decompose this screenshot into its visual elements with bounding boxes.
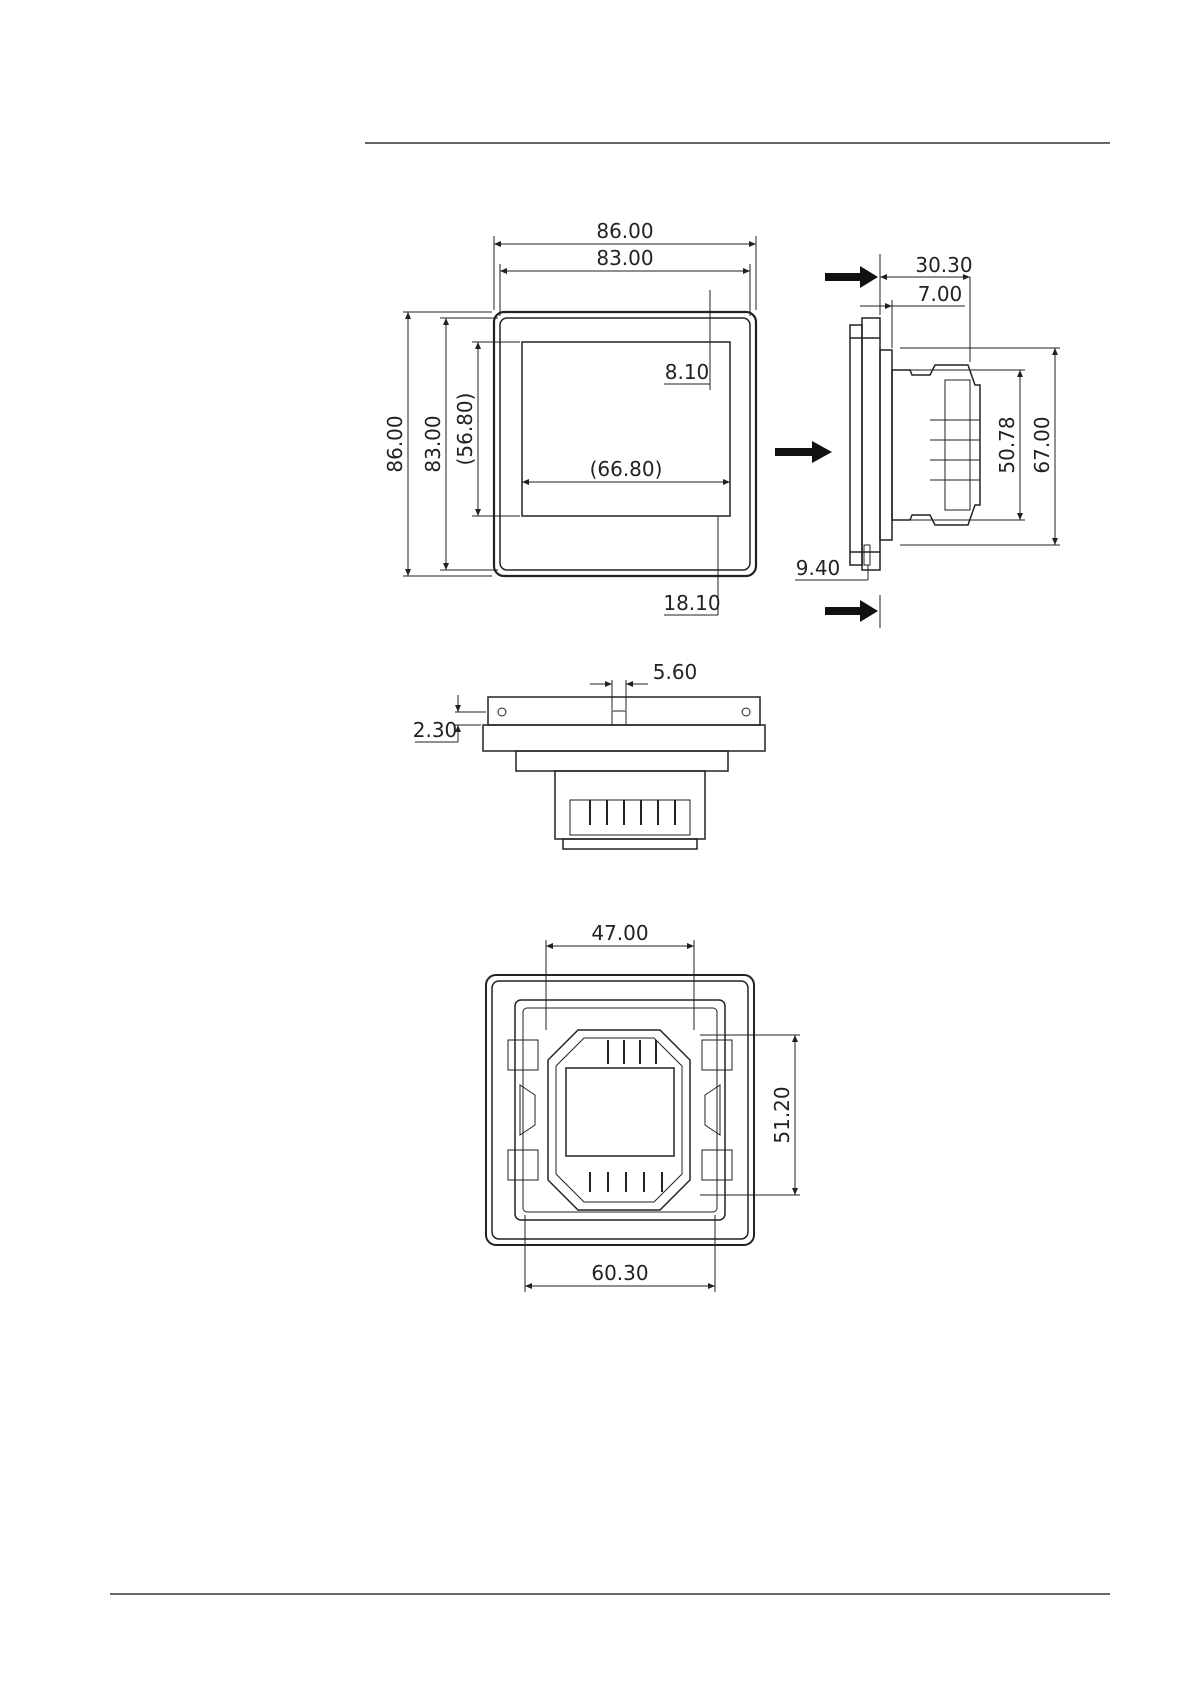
dim-screen-height: (56.80): [453, 393, 477, 466]
dim-body-height-outer: 67.00: [1030, 416, 1054, 473]
dim-width-inner: 83.00: [596, 246, 653, 270]
dim-pin-width: 5.60: [653, 660, 698, 684]
dim-hole-spacing-horizontal: 47.00: [591, 921, 648, 945]
front-inner-frame: [500, 318, 750, 570]
dim-plate-depth: 7.00: [918, 282, 963, 306]
back-view: [486, 940, 800, 1292]
dim-height-outer: 86.00: [383, 415, 407, 472]
side-view-labels: 30.30 7.00 9.40 50.78 67.00: [796, 253, 1054, 580]
dim-screen-width: (66.80): [590, 457, 663, 481]
front-outer-frame: [494, 312, 756, 576]
dim-width-outer: 86.00: [596, 219, 653, 243]
dim-hole-spacing-vertical: 51.20: [770, 1086, 794, 1143]
dim-frame-width: 60.30: [591, 1261, 648, 1285]
dim-body-height-inner: 50.78: [995, 416, 1019, 473]
dim-height-inner: 83.00: [421, 415, 445, 472]
view-arrow-icon: [775, 441, 832, 463]
top-view: [415, 680, 765, 849]
dim-top-offset: 8.10: [665, 360, 710, 384]
dim-total-depth: 30.30: [915, 253, 972, 277]
dim-plate-offset: 2.30: [413, 718, 458, 742]
dim-tab-height: 9.40: [796, 556, 841, 580]
dim-bottom-offset: 18.10: [663, 591, 720, 615]
front-view-labels: 86.00 83.00 86.00 83.00 (56.80) (66.80) …: [383, 219, 721, 615]
top-view-labels: 5.60 2.30: [413, 660, 698, 742]
